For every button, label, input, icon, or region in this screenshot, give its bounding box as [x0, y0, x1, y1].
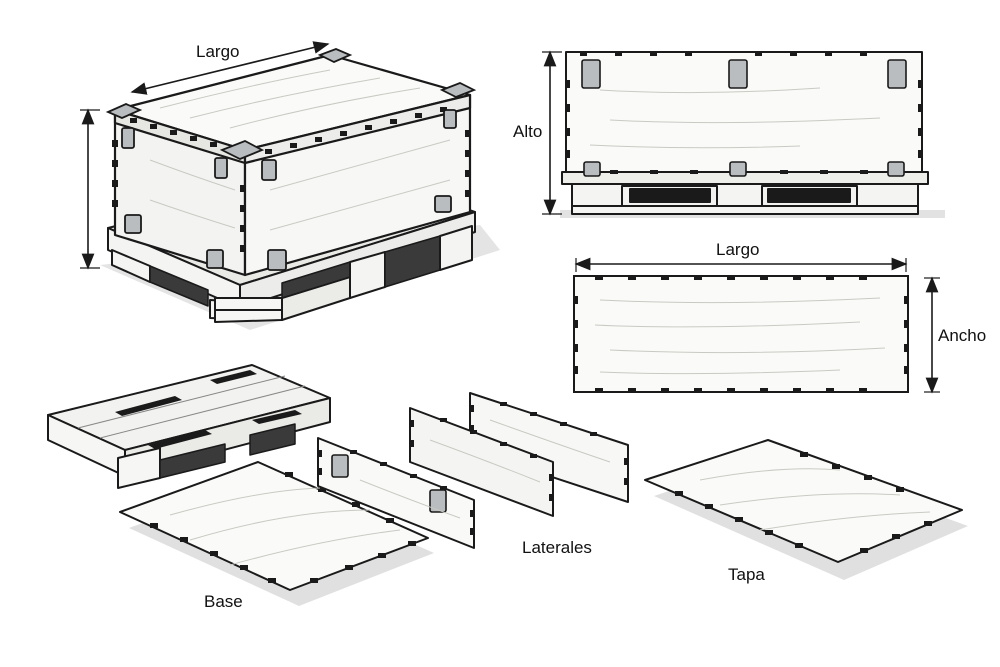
exploded-side-panels — [317, 392, 629, 549]
exploded-lid-panel — [644, 439, 968, 580]
iso-largo-arrow — [130, 41, 330, 95]
crate-box — [113, 53, 472, 277]
front-latches — [581, 59, 907, 177]
iso-largo-label: Largo — [196, 42, 240, 61]
crate-corner-clips — [105, 48, 477, 271]
assembled-crate-isometric — [80, 41, 500, 330]
base-label: Base — [204, 592, 243, 611]
laterales-label: Laterales — [522, 538, 592, 557]
front-elevation-view — [542, 50, 945, 218]
top-view-lid — [573, 257, 940, 394]
front-alto-label: Alto — [513, 122, 543, 141]
top-ancho-label: Ancho — [938, 326, 987, 345]
top-largo-label: Largo — [716, 240, 760, 259]
exploded-base-panel — [119, 461, 434, 606]
crate-dovetails — [112, 107, 471, 252]
tapa-label: Tapa — [728, 565, 765, 584]
exploded-pallet — [47, 364, 331, 489]
